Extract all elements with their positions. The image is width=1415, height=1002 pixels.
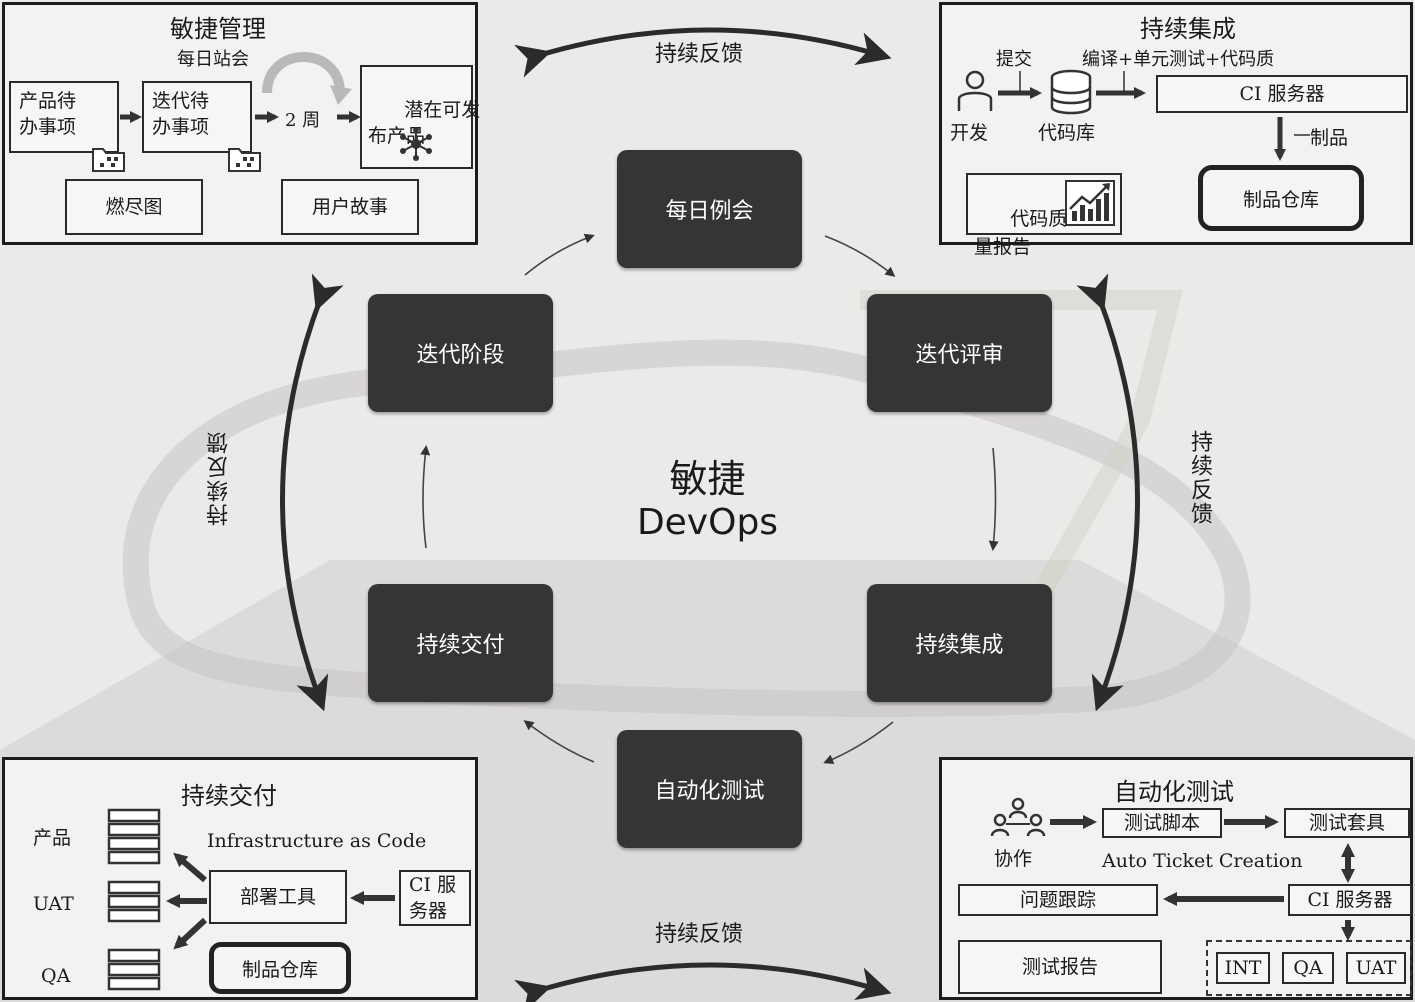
center-subtitle: DevOps bbox=[636, 502, 779, 543]
env-qa-box: QA bbox=[1282, 952, 1334, 984]
product-backlog-box: 产品待 办事项 bbox=[9, 81, 119, 153]
iteration-backlog-box: 迭代待 办事项 bbox=[142, 81, 252, 153]
panel-title: 自动化测试 bbox=[1114, 778, 1234, 806]
testing-flow-arrows bbox=[1050, 815, 1355, 941]
panel-title: 敏捷管理 bbox=[170, 15, 266, 43]
arrow-iteration-to-daily bbox=[524, 233, 595, 276]
developer-label: 开发 bbox=[950, 122, 989, 144]
network-hub-icon bbox=[400, 127, 432, 161]
env-uat-box: UAT bbox=[1346, 952, 1406, 984]
cd-artifact-repo-box: 制品仓库 bbox=[209, 942, 351, 994]
arrow-ci-to-testing bbox=[823, 721, 894, 764]
database-icon bbox=[1050, 69, 1092, 115]
deploy-tool-box: 部署工具 bbox=[209, 870, 347, 924]
developer-icon bbox=[957, 70, 993, 111]
iteration-folder-icon bbox=[228, 148, 261, 172]
cd-ci-server-box: CI 服 务器 bbox=[399, 870, 471, 926]
feedback-arrow-bottom bbox=[514, 962, 892, 1002]
feedback-label-left: 持续反馈 bbox=[207, 430, 232, 526]
panel-continuous-delivery: 持续交付 产品 UAT QA Infrastructure as Code 部署… bbox=[2, 757, 478, 1000]
sprint-length-label: 2 周 bbox=[285, 110, 321, 131]
ci-server-box: CI 服务器 bbox=[1156, 75, 1408, 113]
burndown-box: 燃尽图 bbox=[65, 179, 203, 235]
arrow-daily-to-review bbox=[824, 235, 896, 277]
cd-servers-and-arrows bbox=[107, 808, 395, 991]
feedback-label-bottom: 持续反馈 bbox=[655, 922, 744, 947]
feedback-label-right: 持续反馈 bbox=[1187, 430, 1212, 526]
env-int-box: INT bbox=[1216, 952, 1270, 984]
testing-ci-server-box: CI 服务器 bbox=[1288, 884, 1412, 916]
center-title: 敏捷 bbox=[669, 457, 746, 501]
artifact-repo-box: 制品仓库 bbox=[1198, 165, 1364, 231]
node-iteration-phase: 迭代阶段 bbox=[368, 294, 553, 412]
test-env-group: INT QA UAT bbox=[1206, 940, 1412, 996]
backlog-folder-icon bbox=[92, 148, 125, 172]
artifact-label: 制品 bbox=[1310, 127, 1349, 149]
user-story-box: 用户故事 bbox=[281, 179, 419, 235]
loop-arrow bbox=[262, 52, 345, 94]
iac-label: Infrastructure as Code bbox=[207, 830, 427, 852]
panel-continuous-integration: 持续集成 提交 编译+单元测试+代码质 开发 代码库 CI 服务器 制品 代码 bbox=[939, 2, 1413, 258]
feedback-arrow-left bbox=[280, 273, 344, 712]
quality-report-label: 代码质 量报告 bbox=[974, 208, 1068, 258]
repo-label: 代码库 bbox=[1038, 122, 1096, 144]
node-continuous-delivery: 持续交付 bbox=[368, 584, 553, 702]
test-script-box: 测试脚本 bbox=[1102, 808, 1222, 838]
collaboration-label: 协作 bbox=[994, 848, 1033, 870]
node-automated-testing: 自动化测试 bbox=[617, 730, 802, 848]
agile-flow-arrows bbox=[120, 52, 361, 123]
feedback-arrow-right bbox=[1076, 273, 1140, 712]
ci-flow-arrows bbox=[998, 71, 1310, 161]
standup-label: 每日站会 bbox=[177, 49, 249, 70]
arrow-cd-to-iteration bbox=[420, 445, 431, 549]
arrow-testing-to-cd bbox=[523, 720, 595, 763]
node-continuous-integration: 持续集成 bbox=[867, 584, 1052, 702]
issue-tracking-box: 问题跟踪 bbox=[958, 884, 1158, 916]
panel-title: 持续交付 bbox=[181, 782, 277, 810]
env-uat-label: UAT bbox=[33, 893, 74, 915]
env-qa-label: QA bbox=[41, 965, 71, 987]
auto-ticket-label: Auto Ticket Creation bbox=[1102, 850, 1303, 872]
commit-label: 提交 bbox=[996, 49, 1032, 70]
test-suite-box: 测试套具 bbox=[1284, 808, 1410, 838]
env-prod-label: 产品 bbox=[33, 827, 72, 849]
panel-agile-management: 敏捷管理 每日站会 产品待 办事项 迭代待 办事项 2 周 潜在可发 布产品 bbox=[2, 2, 480, 245]
test-report-box: 测试报告 bbox=[958, 940, 1162, 994]
feedback-label-top: 持续反馈 bbox=[655, 42, 744, 67]
compile-test-label: 编译+单元测试+代码质 bbox=[1082, 49, 1275, 70]
shippable-product-box: 潜在可发 布产品 bbox=[360, 65, 480, 169]
panel-automated-testing: 自动化测试 协作 测试脚本 测试套具 Auto Ticket Creation … bbox=[939, 757, 1413, 1000]
feedback-arrow-top bbox=[514, 27, 892, 78]
collaboration-icon bbox=[990, 797, 1046, 837]
arrow-review-to-ci bbox=[988, 447, 999, 551]
panel-title: 持续集成 bbox=[1140, 15, 1236, 43]
node-daily-meeting: 每日例会 bbox=[617, 150, 802, 268]
chart-growth-icon bbox=[1065, 180, 1115, 226]
node-iteration-review: 迭代评审 bbox=[867, 294, 1052, 412]
